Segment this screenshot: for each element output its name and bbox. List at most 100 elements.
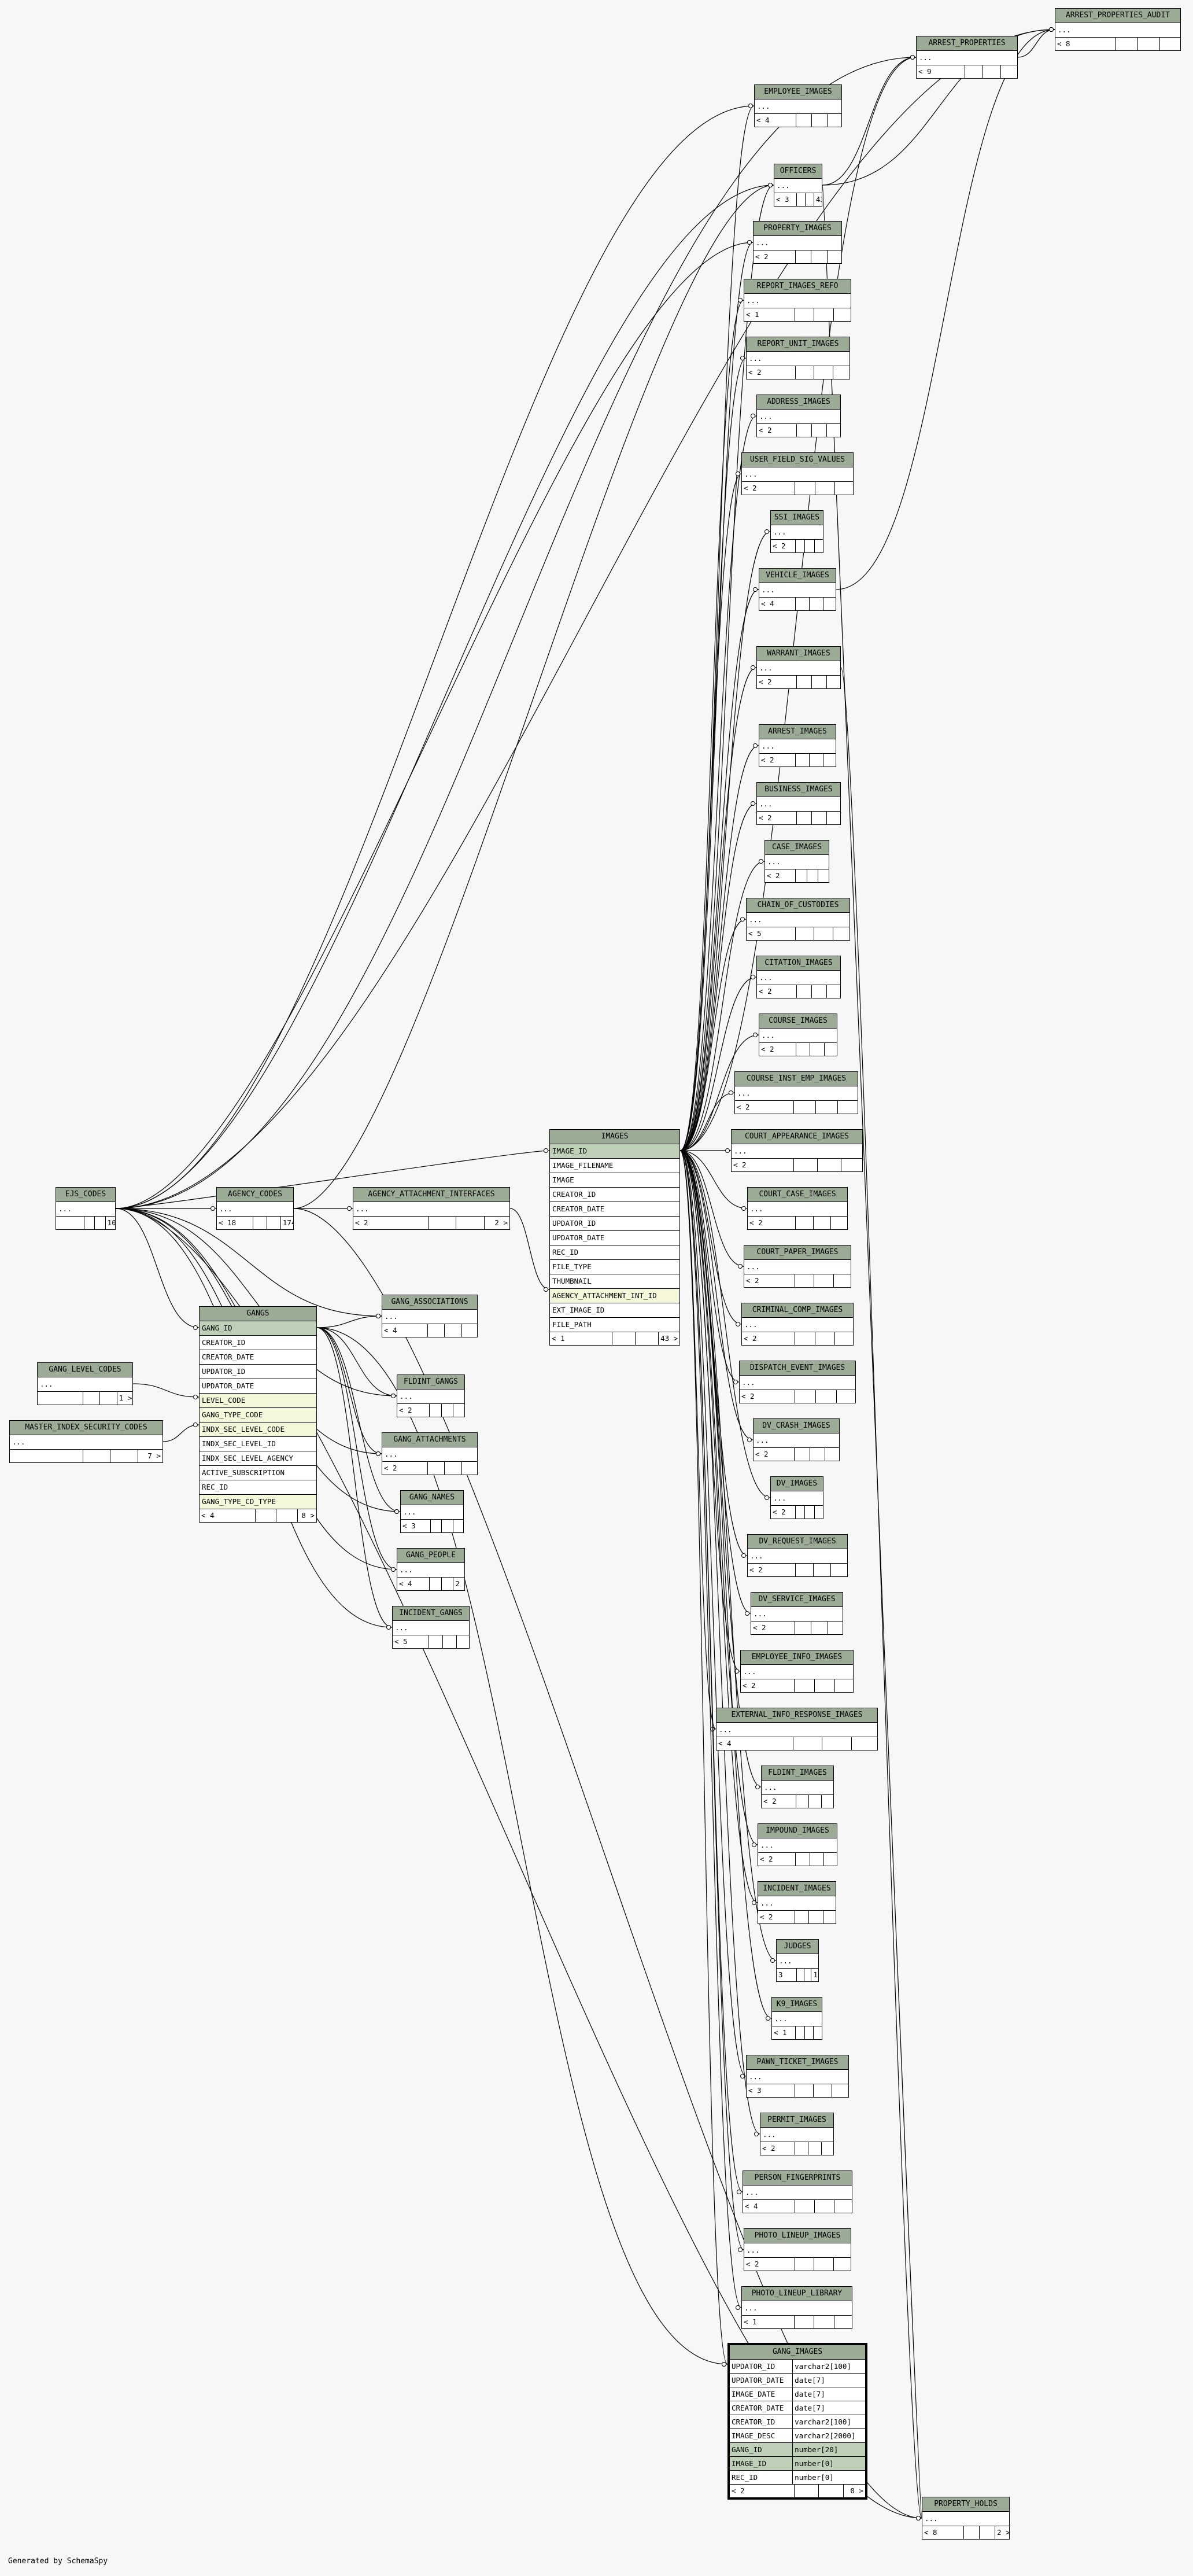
column-row[interactable]: FILE_PATH (550, 1318, 679, 1332)
table-dv-images[interactable]: DV_IMAGES...< 2 (770, 1476, 823, 1519)
column-row[interactable]: UPDATOR_DATE (200, 1379, 316, 1394)
table-name[interactable]: AGENCY_ATTACHMENT_INTERFACES (353, 1188, 509, 1202)
table-arrest-properties-audit[interactable]: ARREST_PROPERTIES_AUDIT...< 8 (1055, 8, 1181, 51)
table-name[interactable]: EXTERNAL_INFO_RESPONSE_IMAGES (716, 1708, 877, 1723)
column-row[interactable]: REC_ID (550, 1245, 679, 1260)
table-dispatch-event-images[interactable]: DISPATCH_EVENT_IMAGES...< 2 (739, 1361, 856, 1403)
table-name[interactable]: CHAIN_OF_CUSTODIES (747, 898, 849, 913)
table-arrest-images[interactable]: ARREST_IMAGES...< 2 (759, 724, 836, 767)
column-row[interactable]: CREATOR_DATE (200, 1350, 316, 1365)
table-name[interactable]: DV_CRASH_IMAGES (754, 1419, 839, 1433)
table-name[interactable]: PHOTO_LINEUP_IMAGES (744, 2229, 851, 2243)
table-name[interactable]: OFFICERS (774, 164, 822, 179)
column-row[interactable]: EXT_IMAGE_ID (550, 1303, 679, 1318)
table-name[interactable]: VEHICLE_IMAGES (759, 569, 836, 583)
table-name[interactable]: WARRANT_IMAGES (757, 647, 840, 661)
table-vehicle-images[interactable]: VEHICLE_IMAGES...< 4 (759, 568, 836, 611)
table-property-images[interactable]: PROPERTY_IMAGES...< 2 (753, 221, 842, 264)
column-row[interactable]: FILE_TYPE (550, 1260, 679, 1274)
table-name[interactable]: CASE_IMAGES (765, 841, 829, 855)
table-name[interactable]: EMPLOYEE_INFO_IMAGES (741, 1650, 853, 1665)
column-row[interactable]: GANG_TYPE_CODE (200, 1408, 316, 1422)
table-name[interactable]: DV_SERVICE_IMAGES (751, 1593, 843, 1607)
table-name[interactable]: IMAGES (550, 1130, 679, 1144)
table-name[interactable]: PROPERTY_IMAGES (754, 222, 841, 236)
table-chain-of-custodies[interactable]: CHAIN_OF_CUSTODIES...< 5 (746, 898, 850, 941)
table-court-appearance-images[interactable]: COURT_APPEARANCE_IMAGES...< 2 (731, 1129, 863, 1172)
table-name[interactable]: COURSE_INST_EMP_IMAGES (735, 1072, 858, 1086)
table-name[interactable]: IMPOUND_IMAGES (758, 1824, 837, 1838)
table-report-images-refo[interactable]: REPORT_IMAGES_REFO...< 1 (744, 279, 851, 322)
column-row[interactable]: ACTIVE_SUBSCRIPTION (200, 1466, 316, 1480)
table-gang-people[interactable]: GANG_PEOPLE...< 42 > (397, 1548, 465, 1591)
table-name[interactable]: GANG_NAMES (401, 1491, 463, 1505)
table-name[interactable]: GANG_IMAGES (730, 2345, 865, 2360)
table-address-images[interactable]: ADDRESS_IMAGES...< 2 (756, 395, 841, 437)
column-row[interactable]: UPDATOR_ID (550, 1217, 679, 1231)
column-row[interactable]: CREATOR_ID (200, 1336, 316, 1350)
column-row[interactable]: INDX_SEC_LEVEL_CODE (200, 1422, 316, 1437)
table-dv-service-images[interactable]: DV_SERVICE_IMAGES...< 2 (751, 1592, 843, 1635)
table-arrest-properties[interactable]: ARREST_PROPERTIES...< 9 (916, 36, 1018, 79)
table-user-field-sig-values[interactable]: USER_FIELD_SIG_VALUES...< 2 (741, 452, 854, 495)
table-officers[interactable]: OFFICERS...< 343 > (774, 164, 822, 207)
table-name[interactable]: PHOTO_LINEUP_LIBRARY (742, 2287, 852, 2301)
table-employee-info-images[interactable]: EMPLOYEE_INFO_IMAGES...< 2 (740, 1650, 854, 1693)
table-incident-gangs[interactable]: INCIDENT_GANGS...< 5 (392, 1606, 470, 1649)
column-row[interactable]: UPDATOR_DATE (550, 1231, 679, 1245)
table-name[interactable]: PERMIT_IMAGES (760, 2113, 833, 2128)
table-name[interactable]: PROPERTY_HOLDS (922, 2497, 1009, 2512)
table-name[interactable]: REPORT_UNIT_IMAGES (747, 337, 849, 352)
table-name[interactable]: CITATION_IMAGES (757, 956, 840, 971)
table-gang-associations[interactable]: GANG_ASSOCIATIONS...< 4 (382, 1295, 478, 1337)
table-name[interactable]: DV_REQUEST_IMAGES (748, 1535, 847, 1549)
column-row[interactable]: REC_ID (200, 1480, 316, 1495)
table-name[interactable]: COURT_APPEARANCE_IMAGES (732, 1130, 862, 1144)
table-name[interactable]: EMPLOYEE_IMAGES (755, 85, 841, 99)
table-name[interactable]: INCIDENT_IMAGES (758, 1882, 836, 1896)
column-row[interactable]: INDX_SEC_LEVEL_AGENCY (200, 1451, 316, 1466)
column-row[interactable]: IMAGE_ID (550, 1144, 679, 1159)
table-photo-lineup-library[interactable]: PHOTO_LINEUP_LIBRARY...< 1 (741, 2286, 852, 2329)
table-name[interactable]: USER_FIELD_SIG_VALUES (742, 453, 853, 467)
table-impound-images[interactable]: IMPOUND_IMAGES...< 2 (758, 1823, 837, 1866)
column-row[interactable]: LEVEL_CODE (200, 1394, 316, 1408)
table-citation-images[interactable]: CITATION_IMAGES...< 2 (756, 956, 841, 998)
column-row[interactable]: IMAGE (550, 1173, 679, 1188)
table-name[interactable]: GANG_ATTACHMENTS (382, 1433, 477, 1447)
table-fldint-gangs[interactable]: FLDINT_GANGS...< 2 (397, 1374, 465, 1417)
table-ssi-images[interactable]: SSI_IMAGES...< 2 (770, 510, 823, 553)
table-name[interactable]: ARREST_PROPERTIES_AUDIT (1055, 9, 1180, 23)
table-business-images[interactable]: BUSINESS_IMAGES...< 2 (756, 782, 841, 825)
table-gang-level-codes[interactable]: GANG_LEVEL_CODES...1 > (37, 1362, 133, 1405)
table-court-paper-images[interactable]: COURT_PAPER_IMAGES...< 2 (744, 1245, 851, 1288)
table-fldint-images[interactable]: FLDINT_IMAGES...< 2 (761, 1766, 834, 1808)
table-name[interactable]: EJS_CODES (56, 1188, 115, 1202)
table-permit-images[interactable]: PERMIT_IMAGES...< 2 (760, 2113, 834, 2155)
table-name[interactable]: PAWN_TICKET_IMAGES (747, 2055, 848, 2070)
column-row[interactable]: CREATOR_DATE (550, 1202, 679, 1217)
table-k9-images[interactable]: K9_IMAGES...< 1 (771, 1997, 822, 2040)
table-gang-attachments[interactable]: GANG_ATTACHMENTS...< 2 (382, 1432, 478, 1475)
table-criminal-comp-images[interactable]: CRIMINAL_COMP_IMAGES...< 2 (741, 1303, 854, 1346)
table-dv-crash-images[interactable]: DV_CRASH_IMAGES...< 2 (753, 1418, 840, 1461)
table-name[interactable]: GANGS (200, 1307, 316, 1321)
column-row[interactable]: CREATOR_ID (550, 1188, 679, 1202)
table-ejs-codes[interactable]: EJS_CODES...1090 > (56, 1187, 116, 1230)
table-name[interactable]: BUSINESS_IMAGES (757, 783, 840, 797)
table-agency-codes[interactable]: AGENCY_CODES...< 18174 > (216, 1187, 294, 1230)
table-name[interactable]: GANG_PEOPLE (397, 1549, 464, 1563)
table-name[interactable]: INCIDENT_GANGS (393, 1606, 469, 1621)
table-name[interactable]: MASTER_INDEX_SECURITY_CODES (10, 1421, 162, 1435)
table-judges[interactable]: JUDGES...31 > (776, 1939, 819, 1982)
table-employee-images[interactable]: EMPLOYEE_IMAGES...< 4 (754, 84, 842, 127)
table-case-images[interactable]: CASE_IMAGES...< 2 (764, 840, 829, 883)
table-name[interactable]: ADDRESS_IMAGES (757, 395, 840, 410)
table-name[interactable]: FLDINT_GANGS (397, 1375, 464, 1390)
table-report-unit-images[interactable]: REPORT_UNIT_IMAGES...< 2 (746, 337, 850, 379)
